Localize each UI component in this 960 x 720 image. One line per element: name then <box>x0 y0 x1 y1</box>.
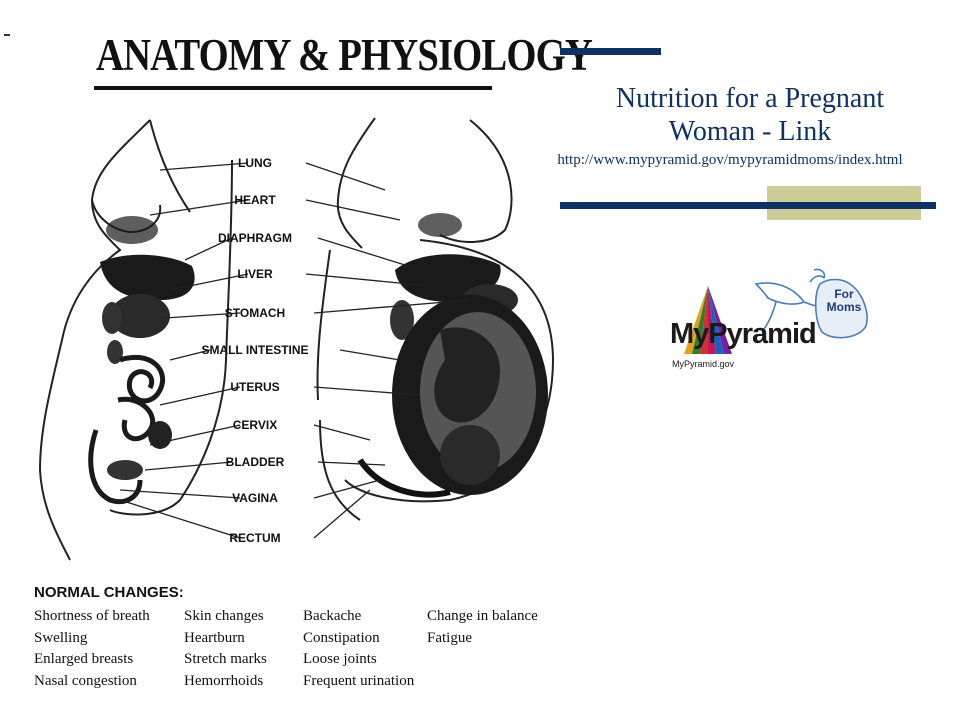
slide-title: Nutrition for a Pregnant Woman - Link <box>560 82 940 148</box>
title-rule <box>94 86 492 90</box>
logo-graphic <box>684 268 868 354</box>
change-item: Constipation <box>303 629 380 646</box>
change-item: Swelling <box>34 629 88 646</box>
changes-column-2: Skin changes Heartburn Stretch marks Hem… <box>184 606 267 692</box>
top-accent-bar <box>560 48 661 55</box>
change-item: Backache <box>303 608 362 624</box>
label-bladder: BLADDER <box>225 455 285 469</box>
badge-line-2: Moms <box>826 300 862 314</box>
mypyramid-moms-link[interactable]: http://www.mypyramid.gov/mypyramidmoms/i… <box>557 152 903 168</box>
change-item: Nasal congestion <box>34 672 137 689</box>
logo-wordmark: MyPyramid <box>670 318 817 350</box>
mypyramid-moms-logo[interactable]: For Moms MyPyramid MyPyramid.gov <box>664 262 874 378</box>
change-item: Change in balance <box>427 608 538 624</box>
label-cervix: CERVIX <box>232 418 278 432</box>
badge-line-1: For <box>834 287 854 301</box>
normal-changes-heading: NORMAL CHANGES: <box>34 584 184 601</box>
change-item: Loose joints <box>303 651 377 667</box>
label-stomach: STOMACH <box>224 306 286 320</box>
change-item: Skin changes <box>184 608 264 624</box>
label-rectum: RECTUM <box>229 531 281 545</box>
changes-column-3: Backache Constipation Loose joints Frequ… <box>303 606 414 692</box>
change-item: Hemorrhoids <box>184 672 264 689</box>
slide-title-line-1: Nutrition for a Pregnant <box>615 83 885 114</box>
change-item: Frequent urination <box>303 672 415 689</box>
change-item: Stretch marks <box>184 651 267 667</box>
bottom-accent-bar <box>560 202 936 209</box>
change-item: Shortness of breath <box>34 608 150 624</box>
slide-title-line-2: Woman - Link <box>668 116 832 147</box>
label-heart: HEART <box>234 193 276 207</box>
changes-column-1: Shortness of breath Swelling Enlarged br… <box>34 606 150 692</box>
anatomy-figure: ANATOMY & PHYSIOLOGY <box>4 30 593 692</box>
change-item: Enlarged breasts <box>34 651 134 667</box>
changes-column-4: Change in balance Fatigue <box>427 606 538 649</box>
label-diaphragm: DIAPHRAGM <box>218 231 292 245</box>
label-uterus: UTERUS <box>230 380 280 394</box>
logo-site: MyPyramid.gov <box>672 359 735 369</box>
anatomy-illustration <box>38 117 554 561</box>
label-liver: LIVER <box>237 267 273 281</box>
logo-badge: For Moms <box>824 288 864 314</box>
label-vagina: VAGINA <box>232 491 278 505</box>
label-small-intestine: SMALL INTESTINE <box>201 343 309 357</box>
change-item: Fatigue <box>427 629 472 646</box>
change-item: Heartburn <box>184 629 245 646</box>
scan-mark <box>4 34 10 36</box>
label-lung: LUNG <box>238 156 272 170</box>
